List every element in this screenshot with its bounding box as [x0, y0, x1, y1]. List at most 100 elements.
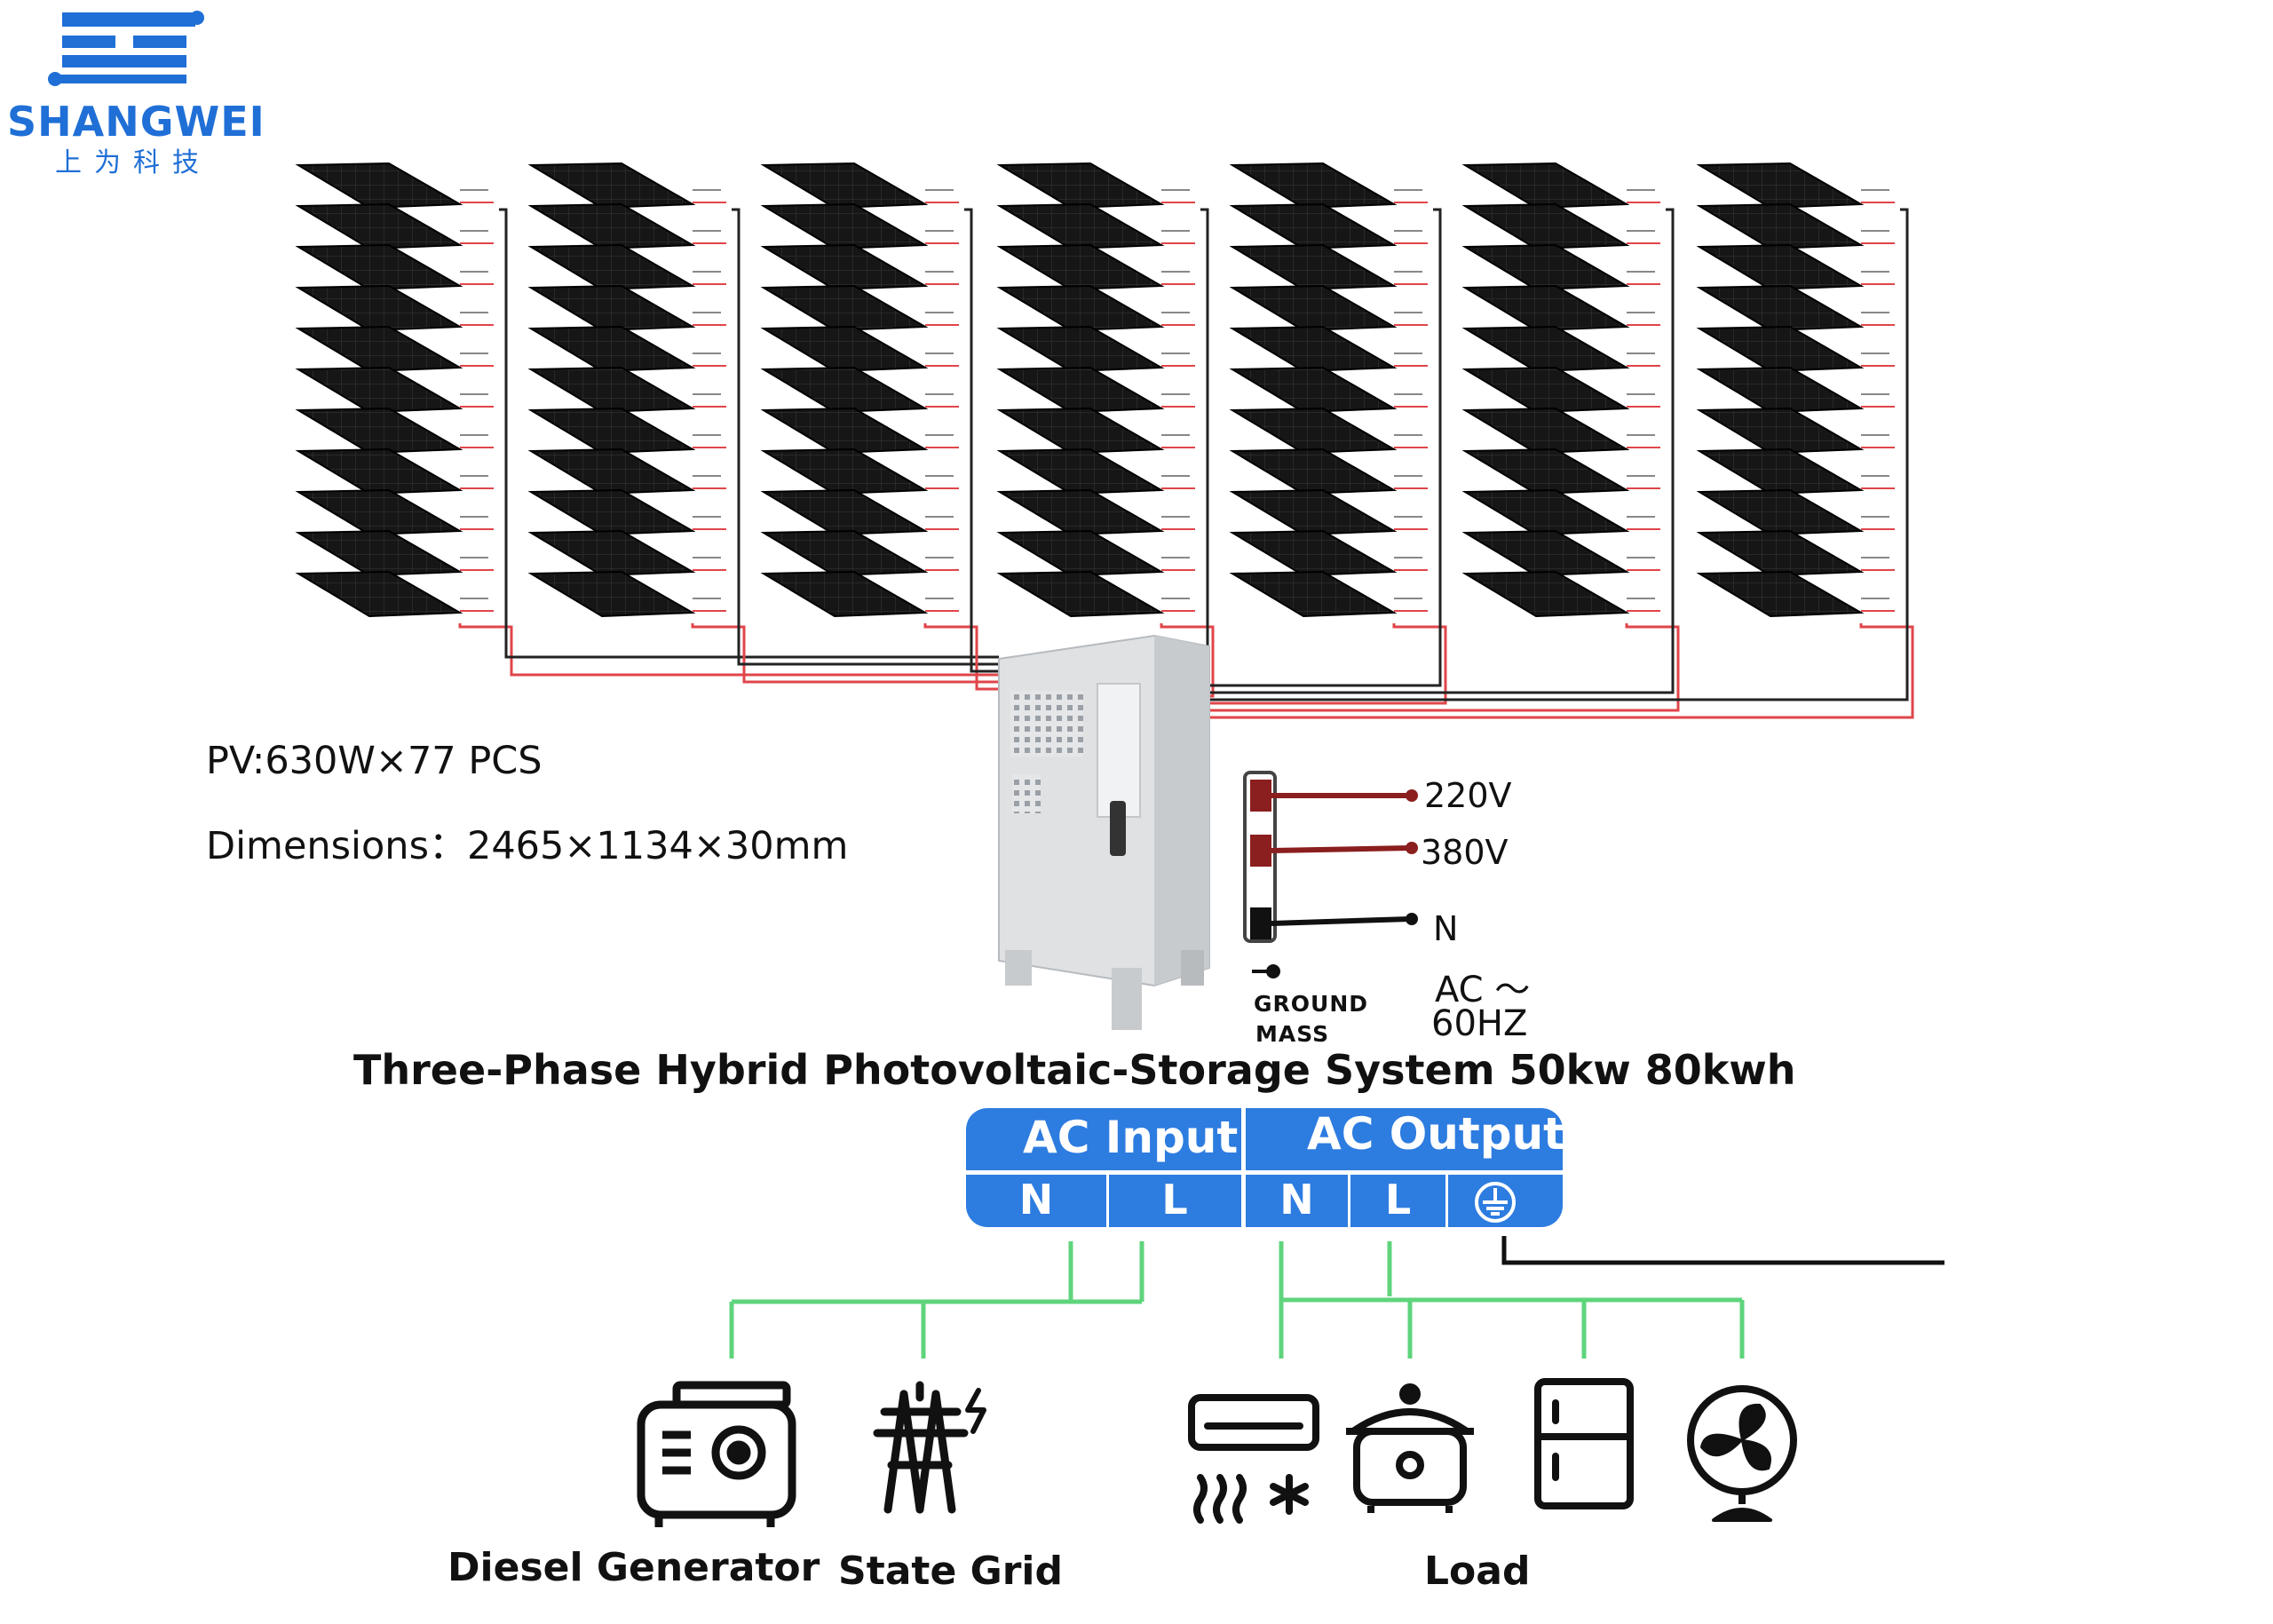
solar-panel [1696, 284, 1865, 332]
power-tower-icon [873, 1381, 986, 1514]
string-positive-wire [923, 623, 999, 691]
solar-panel [527, 529, 696, 577]
solar-panel [295, 407, 463, 455]
air-conditioner-icon [1188, 1394, 1319, 1524]
solar-panel [527, 162, 696, 210]
ground-label: GROUND [1254, 991, 1368, 1017]
distribution-lines [729, 1241, 1745, 1359]
string-negative-wire [964, 208, 999, 673]
solar-panel [295, 284, 463, 332]
solar-panel [1461, 284, 1630, 332]
frequency-label: 60HZ [1431, 1003, 1528, 1044]
solar-panel [996, 243, 1165, 291]
solar-panel [1229, 325, 1398, 373]
solar-panel [996, 529, 1165, 577]
output-n-terminal: N [1279, 1176, 1314, 1224]
solar-panel [295, 162, 463, 210]
solar-panel [1696, 243, 1865, 291]
solar-panel [1461, 202, 1630, 250]
solar-panel [760, 529, 929, 577]
solar-panel [1696, 202, 1865, 250]
ground-wire [1501, 1236, 1944, 1265]
solar-panel [760, 284, 929, 332]
string-positive-wire [691, 623, 999, 684]
dimensions-spec: Dimensions：2465×1134×30mm [206, 824, 849, 868]
solar-panel [1461, 243, 1630, 291]
diesel-generator-icon [637, 1381, 796, 1527]
state-grid-label: State Grid [838, 1549, 1063, 1594]
pv-array [760, 162, 929, 618]
solar-panel [996, 284, 1165, 332]
solar-panel [760, 202, 929, 250]
solar-panel [1696, 325, 1865, 373]
header-divider [966, 1170, 1563, 1175]
string-positive-wire [999, 623, 1914, 719]
solar-panel [760, 407, 929, 455]
solar-panel [1696, 407, 1865, 455]
ac-terminal-block: AC Input AC Output N L N L [966, 1108, 1565, 1227]
ac-output-header: AC Output [1307, 1108, 1565, 1160]
solar-panel [996, 488, 1165, 536]
solar-panel [1229, 570, 1398, 618]
solar-panel [760, 366, 929, 414]
solar-panel [527, 284, 696, 332]
solar-panel [1696, 366, 1865, 414]
solar-panel [295, 366, 463, 414]
solar-panel [1696, 488, 1865, 536]
string-positive-wire [458, 623, 999, 677]
solar-panel [996, 162, 1165, 210]
pv-array [1229, 162, 1398, 618]
solar-panel [295, 325, 463, 373]
refrigerator-icon [1534, 1378, 1634, 1509]
input-n-terminal: N [1018, 1176, 1054, 1224]
pv-string-wiring [458, 189, 1914, 719]
solar-panel [295, 529, 463, 577]
solar-panel [295, 202, 463, 250]
input-l-terminal: L [1161, 1176, 1188, 1224]
ac-label: AC ～ [1435, 970, 1531, 1010]
solar-panel [996, 407, 1165, 455]
string-negative-wire [732, 208, 999, 666]
pv-spec: PV:630W×77 PCS [206, 739, 543, 783]
solar-panel [295, 488, 463, 536]
solar-panel [1696, 570, 1865, 618]
cell-divider [1348, 1175, 1350, 1227]
solar-panel [760, 162, 929, 210]
solar-panel [1461, 162, 1630, 210]
load-label: Load [1424, 1549, 1531, 1594]
solar-panel [760, 488, 929, 536]
string-negative-wire [999, 208, 1442, 687]
solar-panel [295, 243, 463, 291]
solar-panel [996, 448, 1165, 495]
solar-panel [1461, 488, 1630, 536]
solar-panel [527, 570, 696, 618]
mass-label: MASS [1255, 1021, 1330, 1047]
solar-panel [295, 448, 463, 495]
solar-panel [1229, 488, 1398, 536]
solar-panel [1229, 407, 1398, 455]
pv-array [295, 162, 463, 618]
solar-panel [996, 570, 1165, 618]
ac-input-header: AC Input [1023, 1112, 1239, 1163]
output-connector [1243, 771, 1418, 978]
solar-panel [1696, 448, 1865, 495]
solar-panel [996, 202, 1165, 250]
solar-panel [996, 325, 1165, 373]
solar-panel [527, 366, 696, 414]
solar-panel [527, 407, 696, 455]
solar-panel [1229, 162, 1398, 210]
phase-220v-label: 220V [1424, 776, 1512, 815]
solar-panel [1461, 570, 1630, 618]
solar-panel [1229, 202, 1398, 250]
solar-panel [1696, 529, 1865, 577]
phase-380v-label: 380V [1421, 833, 1509, 872]
cell-divider [1445, 1175, 1448, 1227]
solar-panel [1229, 529, 1398, 577]
string-negative-wire [999, 208, 1909, 701]
solar-panel [760, 448, 929, 495]
solar-panel [1696, 162, 1865, 210]
solar-panel [1461, 529, 1630, 577]
solar-panel [760, 325, 929, 373]
solar-panel [527, 488, 696, 536]
